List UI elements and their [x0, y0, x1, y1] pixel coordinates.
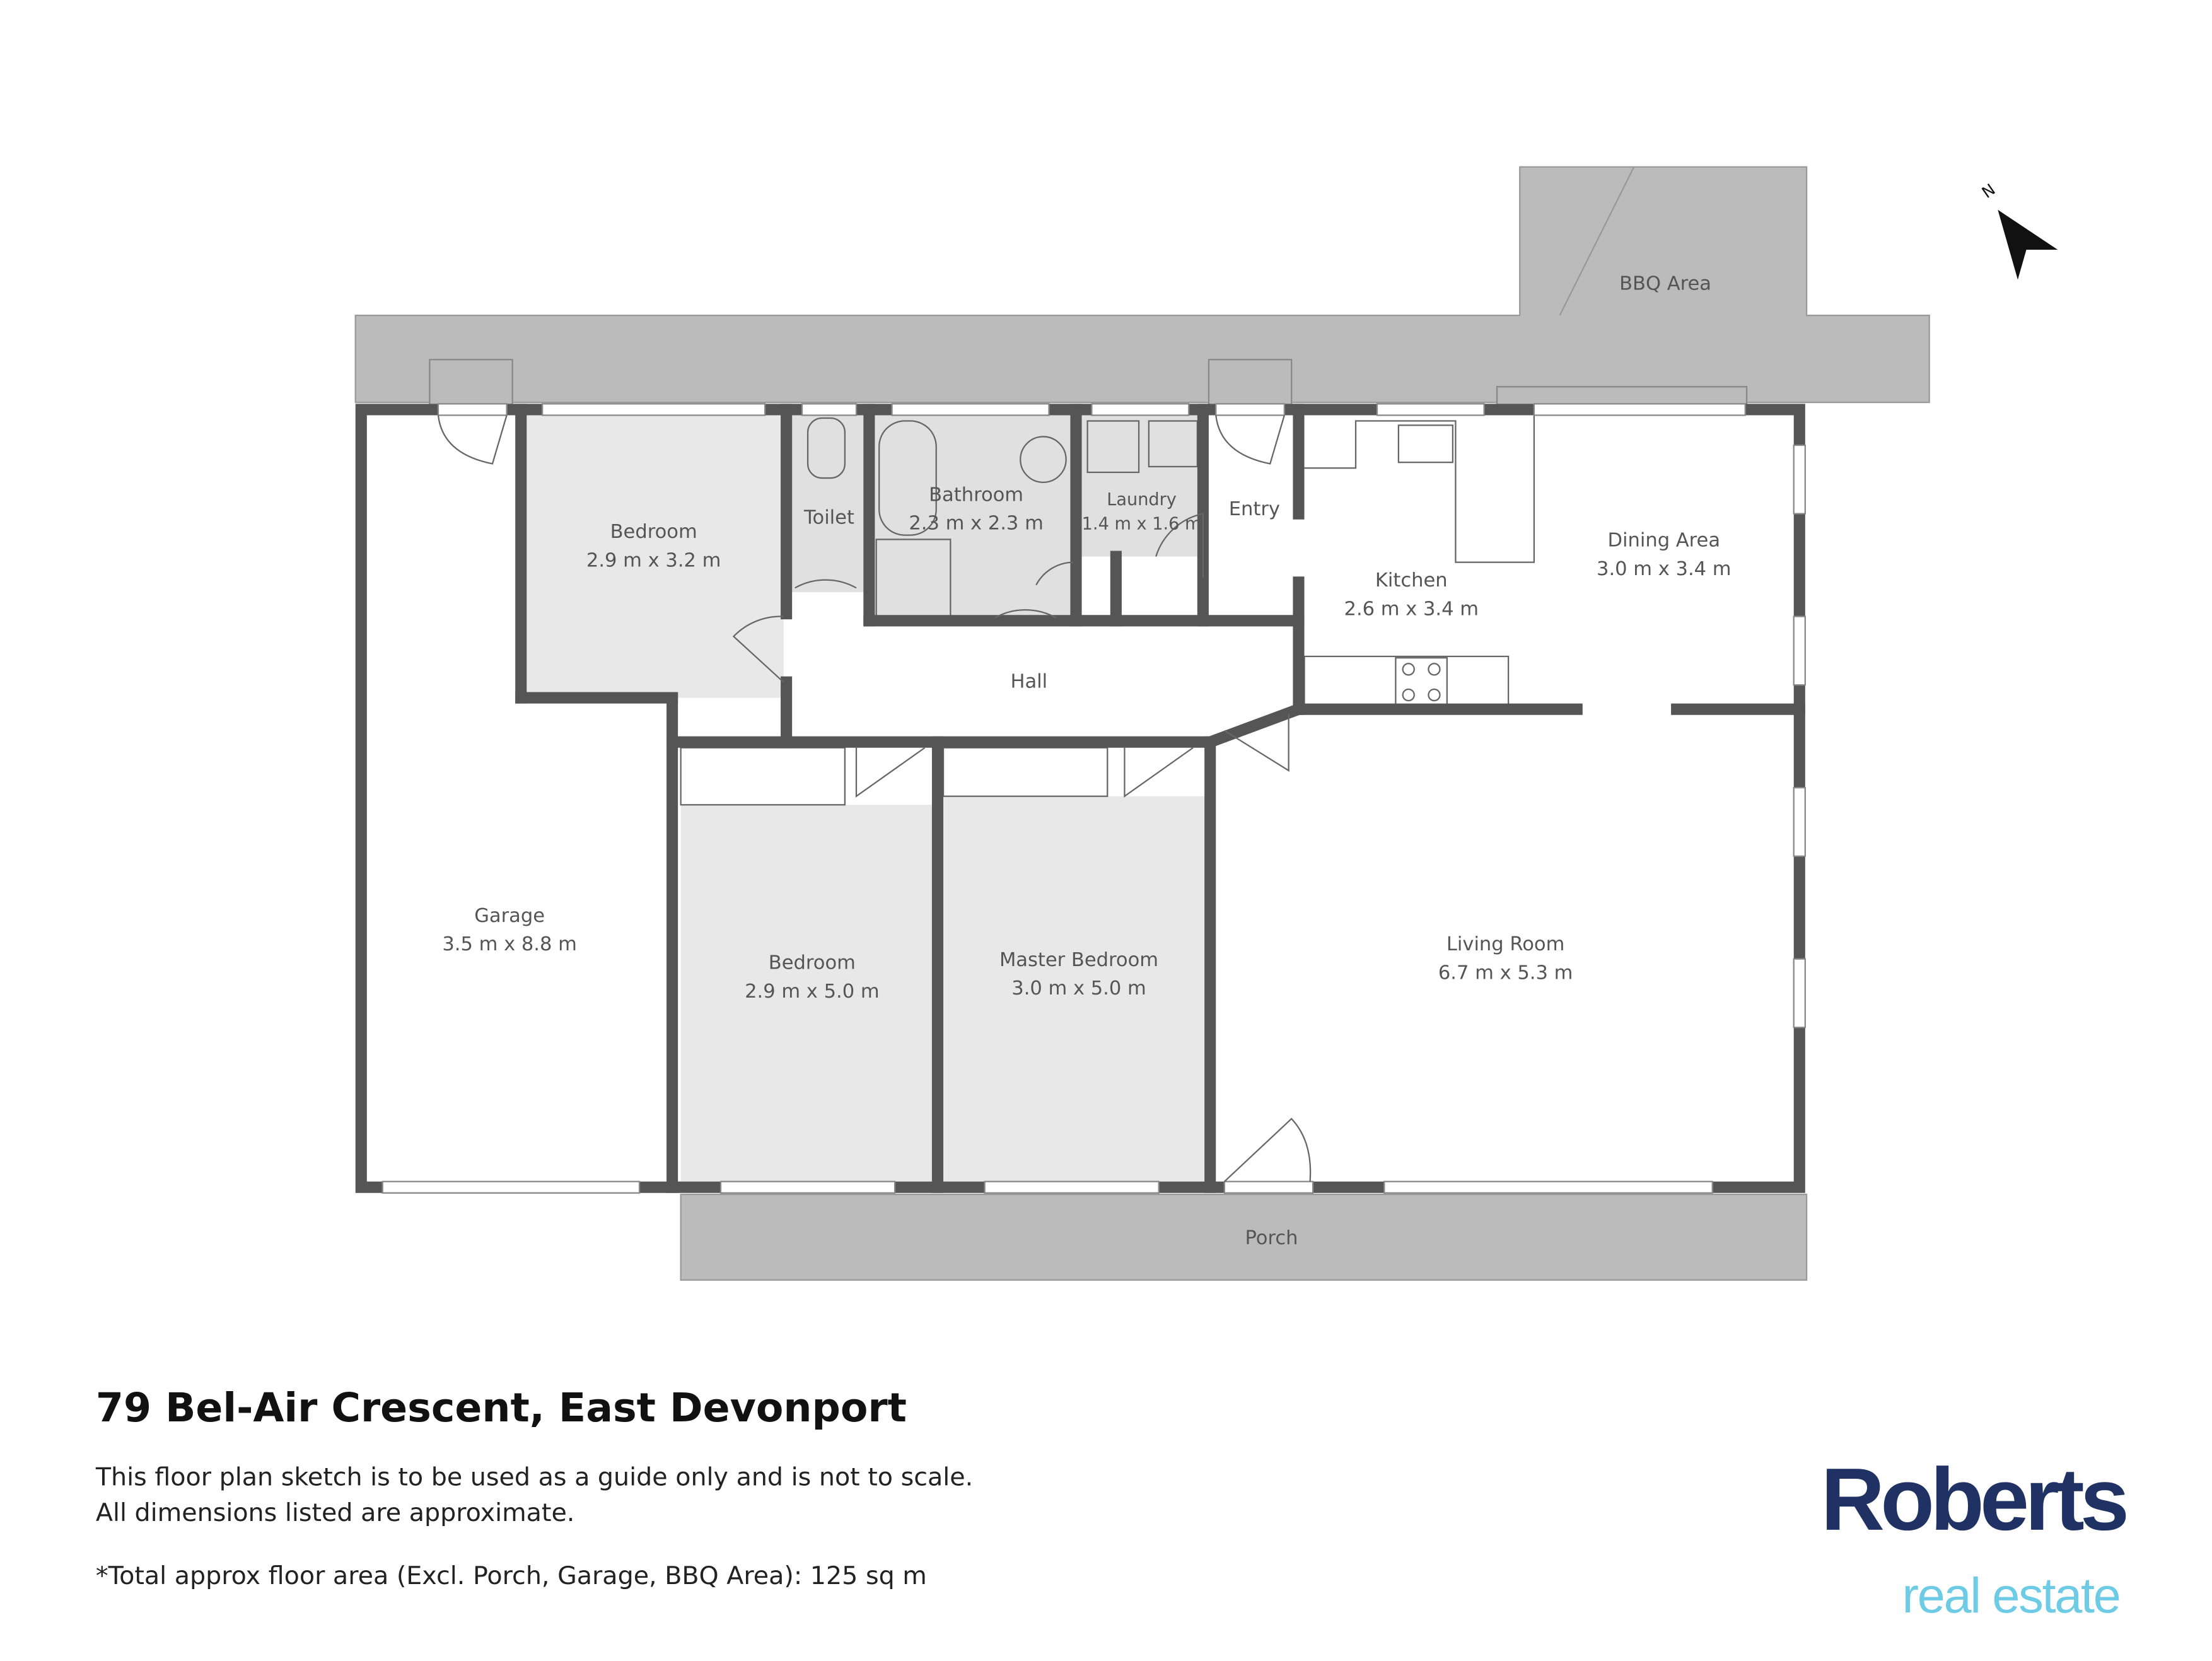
room-name-kitchen: Kitchen	[1375, 569, 1448, 592]
room-name-dining: Dining Area	[1608, 530, 1721, 552]
basin	[1020, 436, 1067, 483]
step	[1208, 359, 1293, 406]
logo-brand: Roberts	[1821, 1450, 2126, 1549]
doors	[437, 415, 1312, 1182]
room-name-living: Living Room	[1447, 933, 1564, 955]
bathroom-floor	[875, 415, 1076, 618]
room-size-dining: 3.0 m x 3.4 m	[1597, 558, 1731, 580]
room-name-bathroom: Bathroom	[929, 484, 1023, 506]
room-name-bbq: BBQ Area	[1619, 272, 1711, 294]
kitchen-bench	[1304, 415, 1535, 563]
bathtub	[878, 420, 937, 536]
laundry-floor	[1080, 415, 1203, 557]
cooktop-burners	[1402, 663, 1441, 702]
room-name-garage: Garage	[474, 905, 545, 927]
room-name-bedroom2: Bedroom	[769, 952, 856, 974]
room-size-master: 3.0 m x 5.0 m	[1011, 977, 1146, 1000]
washer	[1086, 420, 1140, 474]
bedroom1-floor	[521, 415, 784, 698]
kitchen-sink	[1397, 424, 1454, 463]
room-name-bedroom1: Bedroom	[610, 521, 697, 543]
step	[1496, 386, 1748, 406]
master-floor	[943, 796, 1208, 1182]
windows	[381, 403, 1806, 1194]
disclaimer-line-2: All dimensions listed are approximate.	[96, 1498, 575, 1527]
disclaimer-line-1: This floor plan sketch is to be used as …	[95, 1463, 973, 1492]
room-size-garage: 3.5 m x 8.8 m	[442, 933, 576, 955]
step	[429, 359, 513, 406]
room-name-toilet: Toilet	[803, 506, 854, 528]
roberts-logo: Roberts real estate	[1821, 1450, 2131, 1623]
room-size-living: 6.7 m x 5.3 m	[1438, 962, 1573, 984]
bedroom2-floor	[680, 805, 938, 1182]
logo-tagline: real estate	[1902, 1567, 2120, 1623]
room-name-laundry: Laundry	[1107, 490, 1177, 510]
toilet-floor	[789, 415, 870, 593]
room-name-master: Master Bedroom	[999, 949, 1158, 971]
north-arrow-icon: N	[1979, 180, 2058, 280]
total-floor-area: *Total approx floor area (Excl. Porch, G…	[96, 1561, 927, 1590]
property-address: 79 Bel-Air Crescent, East Devonport	[96, 1384, 907, 1431]
room-name-porch: Porch	[1245, 1227, 1298, 1249]
room-size-bedroom1: 2.9 m x 3.2 m	[586, 549, 721, 571]
bbq-divider	[1559, 166, 1635, 316]
room-size-laundry: 1.4 m x 1.6 m	[1082, 515, 1202, 534]
toilet-fixture	[806, 417, 846, 479]
room-size-bathroom: 2.3 m x 2.3 m	[909, 513, 1043, 535]
room-size-bedroom2: 2.9 m x 5.0 m	[745, 981, 879, 1003]
room-size-kitchen: 2.6 m x 3.4 m	[1344, 598, 1479, 620]
porch-area	[680, 1193, 1808, 1281]
bbq-area	[354, 166, 1930, 404]
room-name-hall: Hall	[1010, 671, 1047, 693]
north-label: N	[1979, 180, 1999, 202]
room-name-entry: Entry	[1229, 498, 1280, 520]
